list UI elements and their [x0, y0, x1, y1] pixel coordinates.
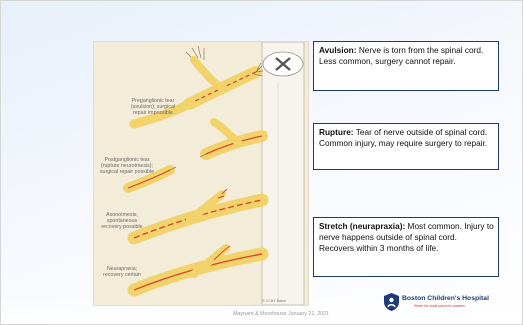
label-postganglionic: Postganglionic tear (rupture neurotmesis…: [96, 157, 158, 175]
footer-citation: Maynard & Morehouse January 21, 2021: [233, 311, 329, 317]
rupture-term: Rupture:: [319, 127, 354, 137]
spinal-cord: [262, 42, 304, 305]
illustration-copyright: © CCBY Baton: [262, 299, 286, 303]
label-axonotmesis: Axonotmesis; spontaneous recovery possib…: [96, 212, 148, 230]
hospital-tagline: Where the world comes for answers: [414, 304, 465, 308]
callout-avulsion: Avulsion: Nerve is torn from the spinal …: [313, 41, 499, 91]
nerve-rupture: [128, 122, 262, 188]
avulsion-definition: Nerve is torn from the spinal cord.: [359, 45, 484, 55]
nerve-injury-illustration: Preganglionic tear (avulsion); surgical …: [93, 41, 309, 306]
nerve-neurapraxia: [134, 246, 262, 290]
stretch-term: Stretch (neurapraxia):: [319, 221, 405, 231]
hospital-logo: Boston Children's Hospital Where the wor…: [384, 292, 502, 314]
hospital-logo-icon: [384, 293, 399, 311]
avulsion-note: Less common, surgery cannot repair.: [319, 56, 456, 66]
callout-rupture: Rupture: Tear of nerve outside of spinal…: [313, 123, 499, 170]
label-neurapraxia: Neurapraxia; recovery certain: [100, 266, 144, 278]
hospital-name: Boston Children's Hospital: [402, 295, 489, 302]
callout-stretch: Stretch (neurapraxia): Most common. Inju…: [313, 217, 499, 277]
label-preganglionic: Preganglionic tear (avulsion); surgical …: [124, 98, 182, 116]
avulsion-term: Avulsion:: [319, 45, 357, 55]
nerve-axonotmesis: [134, 189, 262, 238]
stretch-note: Recovers within 3 months of life.: [319, 243, 438, 253]
